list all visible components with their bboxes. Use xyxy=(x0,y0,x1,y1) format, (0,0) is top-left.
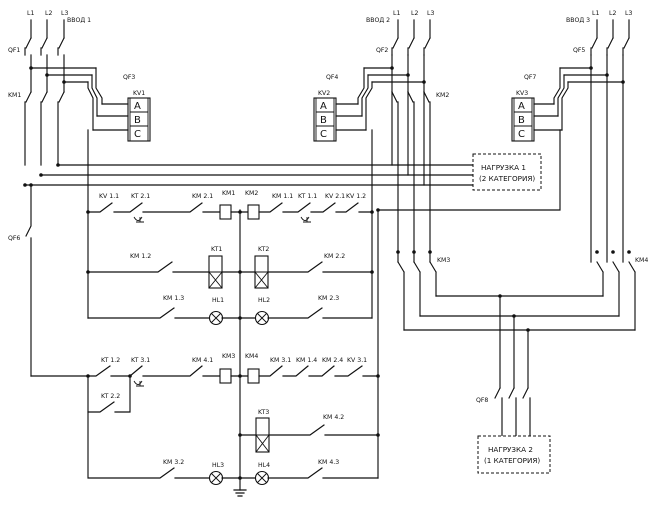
input-3-phase-l2: L2 xyxy=(609,10,616,17)
km24-label: KM 2.4 xyxy=(322,357,343,364)
kv3-relay: KV3 A B C xyxy=(511,90,563,142)
kv1-terminal-c: C xyxy=(134,129,141,140)
kt2-label: KT2 xyxy=(258,246,269,253)
load1-box xyxy=(472,153,542,191)
km23-label: KM 2.3 xyxy=(318,295,339,302)
km3-coil xyxy=(219,368,232,384)
kv2-terminal-c: C xyxy=(320,129,327,140)
input-2-phase-l3: L3 xyxy=(427,10,434,17)
km4-coil-label: KM4 xyxy=(245,353,258,360)
input-3-phase-l1: L1 xyxy=(592,10,599,17)
qf3-label: QF3 xyxy=(123,74,135,81)
input-1-phase-l3: L3 xyxy=(61,10,68,17)
km12-label: KM 1.2 xyxy=(130,253,151,260)
km3-coil-label: KM3 xyxy=(222,353,235,360)
input-1-phase-l1: L1 xyxy=(27,10,34,17)
input-1-phase-l2: L2 xyxy=(45,10,52,17)
kv21-label: KV 2.1 xyxy=(325,193,345,200)
row4: KT 1.2 KT 3.1 KM 4.1 KM3 KM4 KM 3.1 KM 1… xyxy=(30,353,379,413)
hl3-label: HL3 xyxy=(212,462,224,469)
kv3-label: KV3 xyxy=(516,90,528,97)
load1-line1: НАГРУЗКА 1 xyxy=(481,163,526,172)
kv2-label: KV2 xyxy=(318,90,330,97)
kv3-terminal-c: C xyxy=(518,129,525,140)
km1-coil xyxy=(219,204,232,220)
kt1-label: KT1 xyxy=(211,246,222,253)
km22-label: KM 2.2 xyxy=(324,253,345,260)
row1: KV 1.1 KT 2.1 KM 2.1 KM1 KM2 KM 1.1 KT 1… xyxy=(87,190,373,223)
row3: KM 1.3 HL1 HL2 KM 2.3 xyxy=(87,295,373,326)
kv2-terminal-a: A xyxy=(320,101,327,112)
km2-coil xyxy=(247,204,260,220)
row2: KM 1.2 KT1 KT2 KM 2.2 xyxy=(87,246,373,289)
kv12-label: KV 1.2 xyxy=(346,193,366,200)
km42-label: KM 4.2 xyxy=(323,414,344,421)
kv1-relay: KV1 A B C xyxy=(92,90,151,142)
load2-line1: НАГРУЗКА 2 xyxy=(488,445,533,454)
hl4-label: HL4 xyxy=(258,462,270,469)
qf5-label: QF5 xyxy=(573,47,585,54)
input-2-phase-l1: L1 xyxy=(393,10,400,17)
km21-label: KM 2.1 xyxy=(192,193,213,200)
load2-section: KM3 KM4 QF8 НАГРУЗКА 2 (1 КАТЕГОРИЯ) xyxy=(397,257,648,474)
kv2-relay: KV2 A B C xyxy=(313,90,367,142)
input-3-group: L1 L2 L3 ВВОД 3 QF5 QF7 xyxy=(524,10,632,263)
kv11-label: KV 1.1 xyxy=(99,193,119,200)
kv3-terminal-b: B xyxy=(518,115,525,126)
kv3-terminal-a: A xyxy=(518,101,525,112)
km13-label: KM 1.3 xyxy=(163,295,184,302)
row6: KM 3.2 HL3 HL4 KM 4.3 xyxy=(87,411,379,486)
kt3-label: KT3 xyxy=(258,409,269,416)
input-1-group: L1 L2 L3 ВВОД 1 QF1 QF3 KM1 xyxy=(8,10,135,166)
km1-coil-label: KM1 xyxy=(222,190,235,197)
hl1-label: HL1 xyxy=(212,297,224,304)
input-2-group: L1 L2 L3 ВВОД 2 QF2 QF4 KM2 xyxy=(326,10,449,263)
qf2-label: QF2 xyxy=(376,47,388,54)
kt21-label: KT 2.1 xyxy=(131,193,150,200)
kt11-label: KT 1.1 xyxy=(298,193,317,200)
kv2-terminal-b: B xyxy=(320,115,327,126)
kv1-label: KV1 xyxy=(133,90,145,97)
km31-label: KM 3.1 xyxy=(270,357,291,364)
input-3-phase-l3: L3 xyxy=(625,10,632,17)
km41-label: KM 4.1 xyxy=(192,357,213,364)
qf8-label: QF8 xyxy=(476,397,488,404)
input-2-label: ВВОД 2 xyxy=(366,17,390,24)
load1-line2: (2 КАТЕГОРИЯ) xyxy=(479,174,535,183)
qf1-label: QF1 xyxy=(8,47,20,54)
km2-coil-label: KM2 xyxy=(245,190,258,197)
kt12-label: KT 1.2 xyxy=(101,357,120,364)
km2-label: KM2 xyxy=(436,92,449,99)
qf7-label: QF7 xyxy=(524,74,536,81)
km4-coil xyxy=(247,368,260,384)
km11-label: KM 1.1 xyxy=(272,193,293,200)
kt22-label: KT 2.2 xyxy=(101,393,120,400)
hl2-label: HL2 xyxy=(258,297,270,304)
load1-bus: НАГРУЗКА 1 (2 КАТЕГОРИЯ) xyxy=(23,91,542,191)
load2-box xyxy=(477,435,551,474)
kv1-terminal-b: B xyxy=(134,115,141,126)
input-2-phase-l2: L2 xyxy=(411,10,418,17)
km4-label: KM4 xyxy=(635,257,648,264)
row5: KT3 KM 4.2 xyxy=(239,409,379,453)
qf6-label: QF6 xyxy=(8,235,20,242)
control-supply: QF6 xyxy=(8,129,561,497)
qf4-label: QF4 xyxy=(326,74,338,81)
load2-line2: (1 КАТЕГОРИЯ) xyxy=(484,456,540,465)
km1-label: KM1 xyxy=(8,92,21,99)
input-3-label: ВВОД 3 xyxy=(566,17,590,24)
input-1-label: ВВОД 1 xyxy=(67,17,91,24)
kv31-label: KV 3.1 xyxy=(347,357,367,364)
km32-label: KM 3.2 xyxy=(163,459,184,466)
kv1-terminal-a: A xyxy=(134,101,141,112)
km14-label: KM 1.4 xyxy=(296,357,317,364)
kt31-label: KT 3.1 xyxy=(131,357,150,364)
km43-label: KM 4.3 xyxy=(318,459,339,466)
km3-label: KM3 xyxy=(437,257,450,264)
